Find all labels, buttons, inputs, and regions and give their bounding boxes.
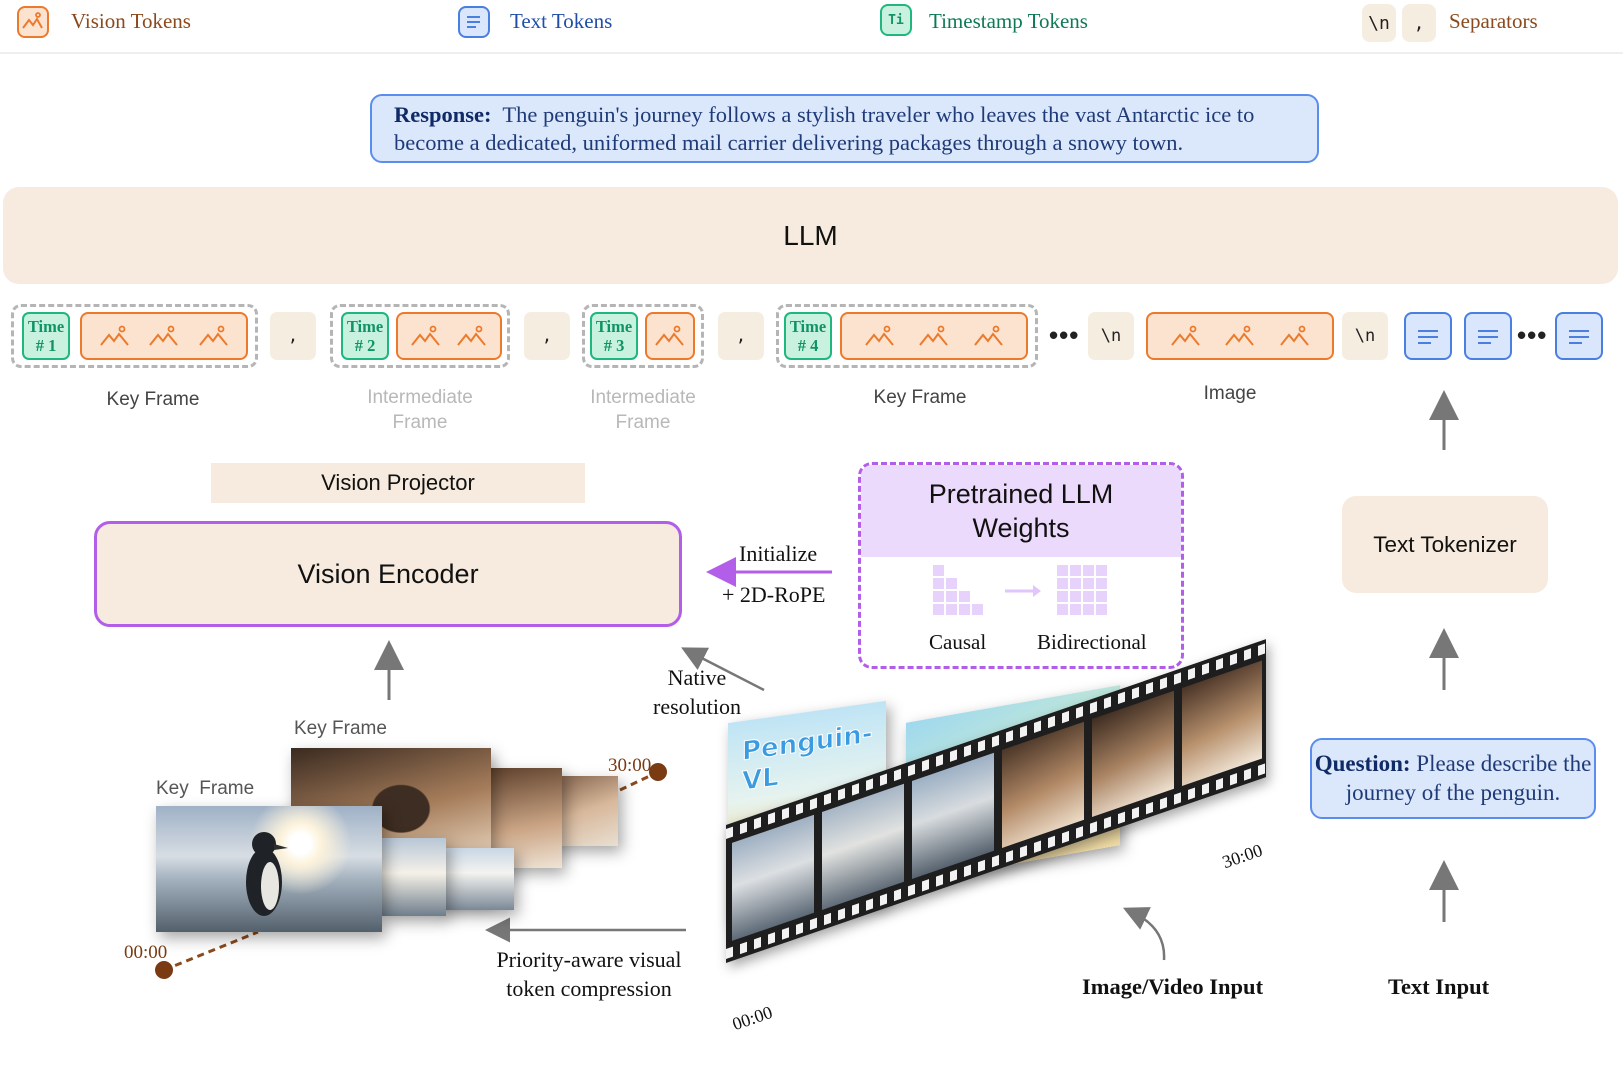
vision-projector-label: Vision Projector: [321, 470, 475, 495]
vision-token-icon: [1225, 325, 1254, 346]
legend-divider: [0, 52, 1623, 54]
text-tokenizer-label: Text Tokenizer: [1373, 531, 1517, 557]
question-box: Question: Please describe the journey of…: [1310, 738, 1596, 819]
time-end-label: 30:00: [608, 755, 652, 776]
intermediate-frame-2-group: [582, 304, 704, 368]
vision-token-icon: [149, 325, 178, 346]
vision-token-icon: [864, 325, 894, 346]
comma-token-1: ,: [270, 312, 316, 360]
vision-token-icon: [99, 325, 129, 346]
newline-token-2: \n: [1342, 312, 1388, 360]
native-resolution-label: Native resolution: [653, 665, 741, 719]
text-input-label: Text Input: [1388, 974, 1490, 999]
timeline-start-line: [155, 930, 259, 979]
key-frame-2-group: [776, 304, 1038, 368]
initialize-label: Initialize: [739, 541, 818, 566]
bidirectional-label: Bidirectional: [1037, 630, 1147, 654]
timestamp-token-1: Time # 1: [22, 312, 70, 360]
text-tokens-legend-label: Text Tokens: [510, 9, 613, 33]
vision-token-icon: [919, 325, 948, 346]
question-text: Please describe the journey of the pengu…: [1345, 751, 1592, 805]
comma-separator-legend: ,: [1402, 4, 1436, 42]
transform-arrow-icon: [1005, 585, 1041, 597]
causal-label: Causal: [929, 630, 987, 654]
pretrained-title-text: Pretrained LLM Weights: [928, 479, 1114, 543]
bidirectional-mask-icon: [1057, 565, 1107, 615]
image-video-input-label: Image/Video Input: [1082, 974, 1264, 999]
video-frame-6: [1182, 660, 1262, 786]
key-frame-1-group: [11, 304, 258, 368]
text-token-icon: [1478, 330, 1498, 344]
key-frame-left-label: Key Frame: [156, 778, 255, 799]
question-label: Question:: [1314, 751, 1411, 776]
vision-token-icon: [655, 325, 684, 346]
image-label: Image: [1203, 383, 1257, 404]
timestamp-token-2: Time # 2: [341, 312, 389, 360]
vision-token-group-4: [840, 312, 1028, 360]
vision-token-icon: [411, 325, 441, 346]
pretrained-llm-weights-title: Pretrained LLM Weights: [861, 465, 1181, 557]
arrow-native-resolution: [681, 647, 765, 692]
text-tokenizer: Text Tokenizer: [1342, 496, 1548, 593]
key-frame-label-1: Key Frame: [106, 389, 200, 410]
key-frame-penguin-on-ice: [156, 806, 382, 932]
text-token-3: [1555, 312, 1603, 360]
vision-token-icon: [456, 325, 486, 346]
timestamp-token-4: Time # 4: [784, 312, 832, 360]
frame-thumbnail-small-2: [440, 848, 514, 910]
ellipsis-2: •••: [1517, 320, 1548, 350]
response-text: The penguin's journey follows a stylish …: [394, 102, 1255, 155]
pretrained-llm-weights-box: Pretrained LLM Weights Causal Bidirectio…: [858, 462, 1184, 669]
vision-token-icon: [1279, 325, 1309, 346]
intermediate-frame-1-group: [330, 304, 510, 368]
response-box: Response: The penguin's journey follows …: [370, 94, 1319, 163]
frame-thumbnail-small-1: [380, 838, 446, 916]
vision-token-group-1: [80, 312, 248, 360]
arrow-image-video-input: [1122, 907, 1166, 961]
ellipsis-1: •••: [1049, 320, 1080, 350]
text-token-icon: [1569, 330, 1589, 344]
llm-block: LLM: [3, 187, 1618, 284]
vision-encoder-label: Vision Encoder: [297, 558, 479, 589]
causal-mask-icon: [933, 565, 983, 615]
vision-token-legend-icon: [17, 6, 49, 38]
rope-label: + 2D-RoPE: [722, 582, 826, 607]
text-token-2: [1464, 312, 1512, 360]
timestamp-token-legend-icon: Ti: [880, 4, 912, 36]
comma-token-3: ,: [718, 312, 764, 360]
timestamp-token-3: Time # 3: [590, 312, 638, 360]
vision-token-icon: [198, 325, 228, 346]
timestamp-icon-text: Ti: [888, 12, 904, 28]
intermediate-frame-label-1: Intermediate Frame: [367, 387, 473, 433]
penguin-silhouette-icon: [246, 832, 288, 916]
key-frame-top-label: Key Frame: [294, 718, 387, 739]
timestamp-tokens-legend-label: Timestamp Tokens: [929, 9, 1088, 33]
text-token-legend-icon: [458, 6, 490, 38]
key-frame-label-2: Key Frame: [873, 387, 967, 408]
vision-token-icon: [1170, 325, 1200, 346]
response-label: Response:: [394, 102, 492, 127]
newline-separator-legend: \n: [1362, 4, 1396, 42]
text-token-icon: [1418, 330, 1438, 344]
separators-legend-label: Separators: [1449, 9, 1538, 33]
intermediate-frame-label-2: Intermediate Frame: [590, 387, 696, 433]
comma-token-2: ,: [524, 312, 570, 360]
vision-tokens-legend-label: Vision Tokens: [71, 9, 191, 33]
image-vision-tokens: [1146, 312, 1334, 360]
llm-label: LLM: [783, 219, 838, 251]
compression-label: Priority-aware visual token compression: [496, 947, 682, 1001]
text-token-1: [1404, 312, 1452, 360]
vision-token-group-3: [645, 312, 695, 360]
newline-token-1: \n: [1088, 312, 1134, 360]
vision-encoder: Vision Encoder: [94, 521, 682, 627]
vision-token-group-2: [396, 312, 502, 360]
time-start-label: 00:00: [124, 942, 168, 963]
vision-projector: Vision Projector: [211, 463, 585, 503]
vision-token-icon: [973, 325, 1003, 346]
